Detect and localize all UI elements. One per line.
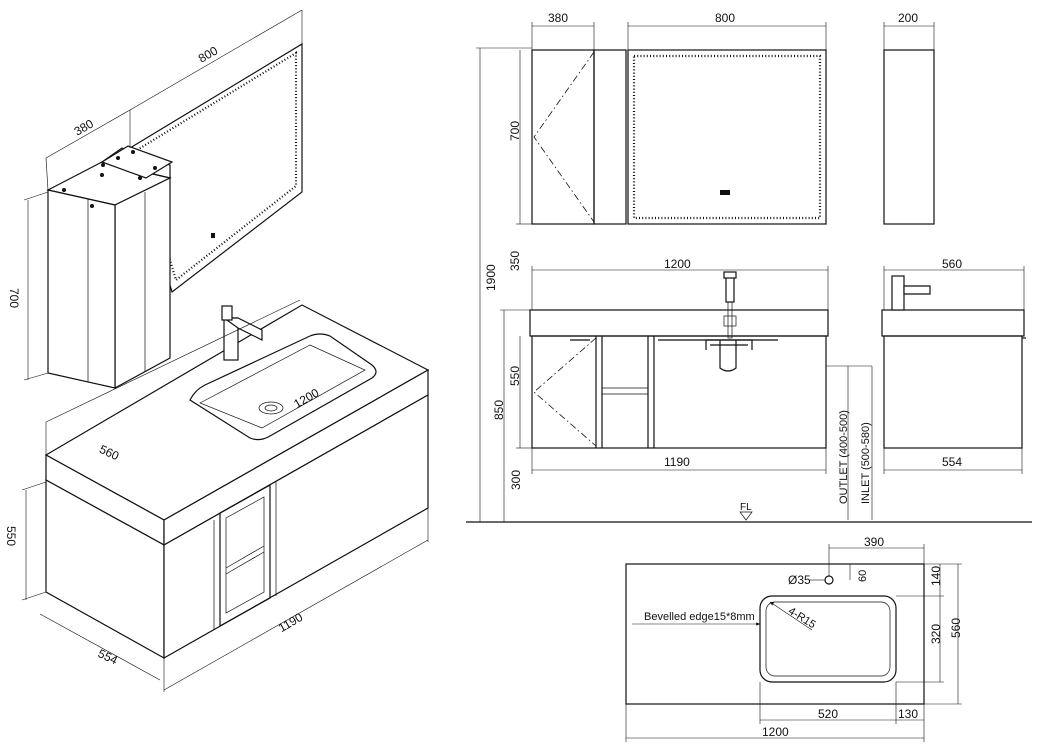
front-floor-clearance: 300: [509, 470, 523, 490]
floor-level-label: FL: [740, 502, 752, 513]
plan-basin: [759, 595, 897, 683]
front-counter-width: 1200: [664, 257, 691, 271]
outlet-range: OUTLET (400-500): [838, 410, 850, 504]
front-cabinet-width: 380: [548, 11, 568, 25]
plan-basin-offset: 140: [929, 566, 943, 586]
plan-basin-depth: 320: [929, 624, 943, 644]
plan-tap-hole-label: Ø35: [788, 573, 811, 587]
side-upper-cabinet: [883, 49, 935, 225]
front-mirror-switch-icon: [720, 190, 730, 195]
front-elevation: 380 800 200 1900 700 350 850 550 300 120…: [466, 11, 1032, 523]
side-countertop: [881, 309, 1025, 337]
side-cabinet-depth: 200: [898, 11, 918, 25]
front-faucet-icon: [705, 271, 753, 372]
total-height: 1900: [484, 264, 498, 291]
iso-mirror-width: 800: [196, 43, 221, 65]
front-upper-height: 700: [508, 121, 522, 141]
front-vanity-width: 1190: [664, 455, 690, 469]
plan-right-margin: 130: [898, 707, 918, 721]
corner-radius: 4-R15: [786, 605, 818, 631]
iso-vanity-height: 550: [4, 526, 18, 546]
isometric-view: 800 380 700 1200 560 550 1190 554: [4, 9, 430, 692]
plan-depth: 560: [949, 618, 963, 638]
front-counter-top-height: 850: [492, 400, 506, 420]
front-vanity-height: 550: [508, 366, 522, 386]
side-vanity-depth: 554: [942, 455, 962, 469]
front-gap: 350: [508, 251, 522, 271]
front-mirror: [627, 49, 827, 225]
plan-tap-hole: [824, 575, 834, 585]
mirror-switch-icon: [211, 233, 215, 238]
iso-vanity: [45, 393, 429, 660]
iso-vanity-depth: 554: [96, 646, 120, 667]
iso-vanity-width: 1190: [276, 610, 306, 635]
iso-faucet-icon: [221, 305, 263, 361]
front-vanity: [531, 335, 827, 449]
front-upper-cabinet: [531, 49, 595, 225]
plan-basin-width: 520: [818, 707, 838, 721]
plan-view: 390 Ø35 60 140 320 560 520 130 1200 Beve…: [625, 535, 963, 742]
iso-cabinet-height: 700: [7, 288, 21, 308]
front-countertop: [529, 309, 829, 337]
bevel-note: Bevelled edge15*8mm: [644, 611, 755, 623]
plan-tap-offset: 390: [864, 535, 884, 549]
side-counter-depth: 560: [942, 257, 962, 271]
plan-tap-y: 60: [857, 570, 869, 582]
iso-tall-cabinet: [46, 145, 174, 390]
side-vanity: [883, 335, 1023, 449]
iso-cabinet-width: 380: [72, 116, 97, 138]
plan-width: 1200: [762, 725, 789, 739]
inlet-range: INLET (500-580): [860, 422, 872, 504]
front-mirror-width: 800: [715, 11, 735, 25]
side-faucet-icon: [891, 275, 931, 311]
plan-countertop: [625, 563, 925, 705]
